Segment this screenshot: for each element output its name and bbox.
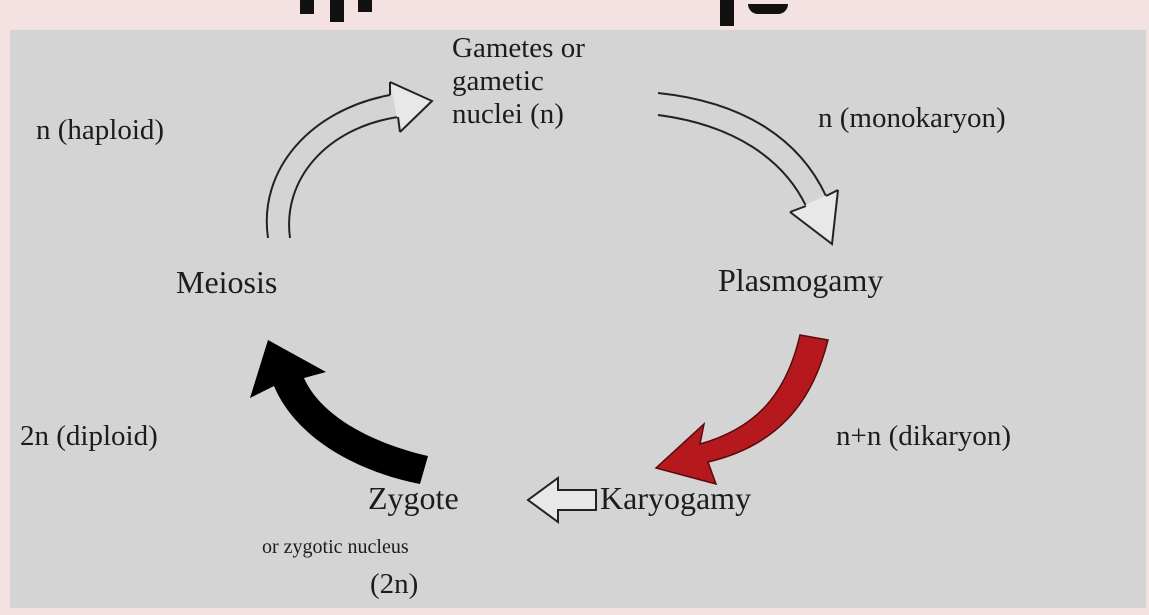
arrow-zygote-to-meiosis [250, 340, 428, 484]
label-dikaryon: n+n (dikaryon) [836, 420, 1012, 452]
title-glyph-fragment [300, 0, 314, 14]
node-meiosis: Meiosis [176, 264, 278, 300]
node-gametes-line-2: gametic [452, 65, 544, 97]
title-glyph-fragment [330, 0, 344, 22]
arrow-karyogamy-to-zygote [526, 476, 597, 524]
arrow-gametes-to-plasmogamy [657, 92, 839, 246]
title-glyph-fragment [748, 4, 788, 14]
node-karyogamy: Karyogamy [600, 480, 752, 516]
node-zygote-sub: or zygotic nucleus [262, 536, 409, 558]
node-gametes: Gametes or gametic nuclei (n) [452, 34, 662, 129]
node-gametes-line-1: Gametes or [452, 32, 585, 64]
arrow-meiosis-to-gametes [265, 81, 434, 239]
label-haploid: n (haploid) [36, 114, 165, 146]
title-glyph-fragment [358, 0, 372, 12]
node-gametes-line-3: nuclei (n) [452, 98, 564, 130]
arrow-plasmogamy-to-karyogamy [654, 334, 829, 486]
node-zygote-ploidy: (2n) [370, 568, 419, 600]
label-diploid: 2n (diploid) [20, 420, 158, 452]
cropped-title-strip [0, 0, 1149, 30]
title-glyph-fragment [720, 0, 734, 26]
label-monokaryon: n (monokaryon) [818, 102, 1006, 134]
diagram-panel [10, 30, 1146, 608]
node-zygote: Zygote [368, 480, 459, 516]
node-plasmogamy: Plasmogamy [718, 262, 884, 298]
